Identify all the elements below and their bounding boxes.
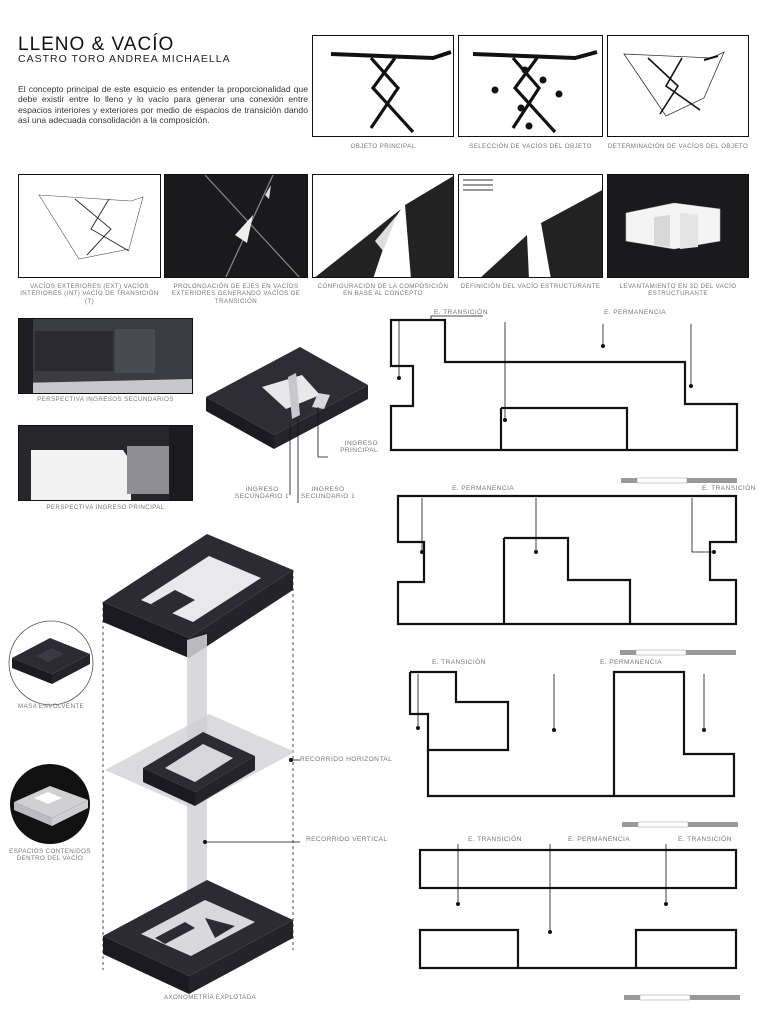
- iso-mass-diagram: [206, 347, 368, 503]
- determinacion-vacios-drawing: [623, 51, 725, 117]
- prolongacion-ejes-drawing: [204, 175, 300, 277]
- plan-3: [408, 670, 738, 828]
- caption-seleccion-vacios: SELECCIÓN DE VACÍOS DEL OBJETO: [469, 143, 592, 150]
- author-name: CASTRO TORO ANDREA MICHAELLA: [18, 53, 231, 65]
- plan-3-scale: [622, 821, 738, 828]
- caption-determinacion-vacios: DETERMINACIÓN DE VACÍOS DEL OBJETO: [607, 143, 749, 150]
- objeto-principal-drawing: [330, 50, 452, 134]
- panel-configuracion: [312, 174, 454, 278]
- panel-determinacion-vacios: [607, 35, 749, 137]
- caption-vacio-estructurante: DEFINICIÓN DEL VACÍO ESTRUCTURANTE: [460, 283, 601, 290]
- caption-espacios-contenidos: ESPACIOS CONTENIDOS DENTRO DEL VACÍO: [9, 848, 91, 863]
- plan-1: [389, 315, 739, 484]
- label-ingreso-secundario-b: INGRESO SECUNDARIO 1: [300, 486, 356, 500]
- plan3-label-transicion: E. TRANSICIÓN: [432, 659, 486, 666]
- label-ingreso-secundario-a: INGRESO SECUNDARIO 1: [234, 486, 290, 500]
- label-recorrido-horizontal: RECORRIDO HORIZONTAL: [300, 756, 393, 763]
- page-title: LLENO & VACÍO: [18, 34, 175, 55]
- label-ingreso-principal: INGRESO PRINCIPAL: [340, 440, 378, 454]
- caption-objeto-principal: OBJETO PRINCIPAL: [350, 143, 416, 150]
- render-ingresos-secundarios: [18, 318, 193, 394]
- label-recorrido-vertical: RECORRIDO VERTICAL: [306, 836, 388, 843]
- plan-4: [418, 844, 740, 1001]
- caption-perspectiva-secundarios: PERSPECTIVA INGRESOS SECUNDARIOS: [37, 396, 174, 403]
- caption-levantamiento-3d: LEVANTAMIENTO EN 3D DEL VACÍO ESTRUCTURA…: [619, 283, 737, 298]
- plan-2: [396, 494, 738, 656]
- plan2-label-permanencia: E. PERMANENCIA: [452, 485, 515, 492]
- concept-description: El concepto principal de este esquicio e…: [18, 84, 308, 126]
- caption-prolongacion-ejes: PROLONGACIÓN DE EJES EN VACÍOS EXTERIORE…: [171, 283, 301, 305]
- render-principal-drawing: [19, 426, 192, 500]
- caption-masa-envolvente: MASA ENVOLVENTE: [17, 703, 85, 710]
- panel-objeto-principal: [312, 35, 454, 137]
- caption-vacios-tipos: VACÍOS EXTERIORES (EXT) VACÍOS INTERIORE…: [20, 283, 159, 305]
- panel-vacio-estructurante: [458, 174, 603, 278]
- plan4-label-transicion-2: E. TRANSICIÓN: [678, 836, 732, 843]
- render-ingreso-principal: [18, 425, 193, 501]
- plan-2-scale: [620, 649, 736, 656]
- plan2-label-transicion: E. TRANSICIÓN: [702, 485, 756, 492]
- seleccion-vacios-drawing: [472, 50, 598, 134]
- plan1-label-transicion: E. TRANSICIÓN: [434, 309, 488, 316]
- caption-perspectiva-principal: PERSPECTIVA INGRESO PRINCIPAL: [46, 504, 165, 511]
- plan-4-scale: [624, 994, 740, 1001]
- panel-levantamiento-3d: [607, 174, 749, 278]
- levantamiento-3d-drawing: [625, 202, 721, 250]
- plan4-label-transicion-1: E. TRANSICIÓN: [468, 836, 522, 843]
- masa-envolvente-inset: [8, 620, 94, 706]
- espacios-contenidos-inset: [10, 764, 90, 844]
- vacio-estructurante-drawing: [463, 179, 602, 277]
- panel-vacios-tipos: [18, 174, 161, 278]
- plan-1-scale: [621, 477, 737, 484]
- plan3-label-permanencia: E. PERMANENCIA: [600, 659, 663, 666]
- configuracion-drawing: [315, 176, 453, 277]
- render-secundarios-drawing: [19, 319, 192, 393]
- panel-seleccion-vacios: [458, 35, 603, 137]
- plan1-label-permanencia: E. PERMANENCIA: [604, 309, 667, 316]
- plan4-label-permanencia: E. PERMANENCIA: [568, 836, 631, 843]
- exploded-axonometry: [102, 534, 300, 994]
- vacios-tipos-drawing: [38, 194, 144, 260]
- caption-configuracion: CONFIGURACIÓN DE LA COMPOSICIÓN EN BASE …: [317, 283, 449, 298]
- caption-axonometria: AXONOMETRÍA EXPLOTADA: [163, 994, 257, 1001]
- panel-prolongacion-ejes: [164, 174, 308, 278]
